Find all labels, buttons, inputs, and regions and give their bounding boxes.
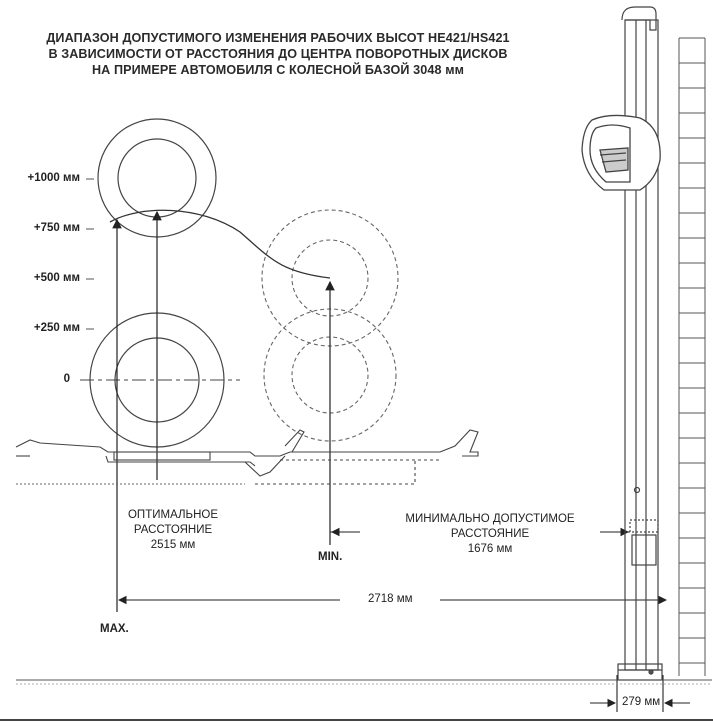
- minimal-line-1: МИНИМАЛЬНО ДОПУСТИМОЕ: [405, 513, 575, 525]
- title-line-1: ДИАПАЗОН ДОПУСТИМОГО ИЗМЕНЕНИЯ РАБОЧИХ В…: [46, 31, 510, 45]
- height-label-0: 0: [63, 373, 70, 385]
- height-label-250: +250 мм: [33, 322, 80, 334]
- total-distance-label: 2718 мм: [365, 593, 416, 605]
- height-ticks: [86, 178, 94, 381]
- optimal-distance-label: ОПТИМАЛЬНОЕ РАССТОЯНИЕ 2515 мм: [113, 508, 233, 553]
- column-width-label: 279 мм: [622, 696, 661, 708]
- height-range-curve: [109, 209, 331, 279]
- lift-platform: [15, 429, 479, 485]
- title-line-3: НА ПРИМЕРЕ АВТОМОБИЛЯ С КОЛЕСНОЙ БАЗОЙ 3…: [91, 63, 465, 77]
- aligner-column: [617, 6, 663, 681]
- minimal-value: 1676 мм: [467, 543, 513, 555]
- diagram-title: ДИАПАЗОН ДОПУСТИМОГО ИЗМЕНЕНИЯ РАБОЧИХ В…: [18, 30, 538, 78]
- height-label-750: +750 мм: [33, 222, 80, 234]
- minimal-line-2: РАССТОЯНИЕ: [450, 528, 530, 540]
- height-label-1000: +1000 мм: [27, 172, 80, 184]
- minimal-distance-label: МИНИМАЛЬНО ДОПУСТИМОЕ РАССТОЯНИЕ 1676 мм: [380, 512, 600, 557]
- height-label-500: +500 мм: [33, 272, 80, 284]
- optimal-line-2: РАССТОЯНИЕ: [133, 524, 213, 536]
- dimension-lines: [117, 527, 690, 712]
- height-scale: [678, 37, 706, 676]
- optimal-value: 2515 мм: [150, 539, 196, 551]
- camera-head: [581, 114, 661, 191]
- max-label: MAX.: [100, 623, 129, 635]
- optimal-line-1: ОПТИМАЛЬНОЕ: [127, 509, 219, 521]
- min-label: MIN.: [318, 551, 343, 563]
- title-line-2: В ЗАВИСИМОСТИ ОТ РАССТОЯНИЯ ДО ЦЕНТРА ПО…: [48, 47, 508, 61]
